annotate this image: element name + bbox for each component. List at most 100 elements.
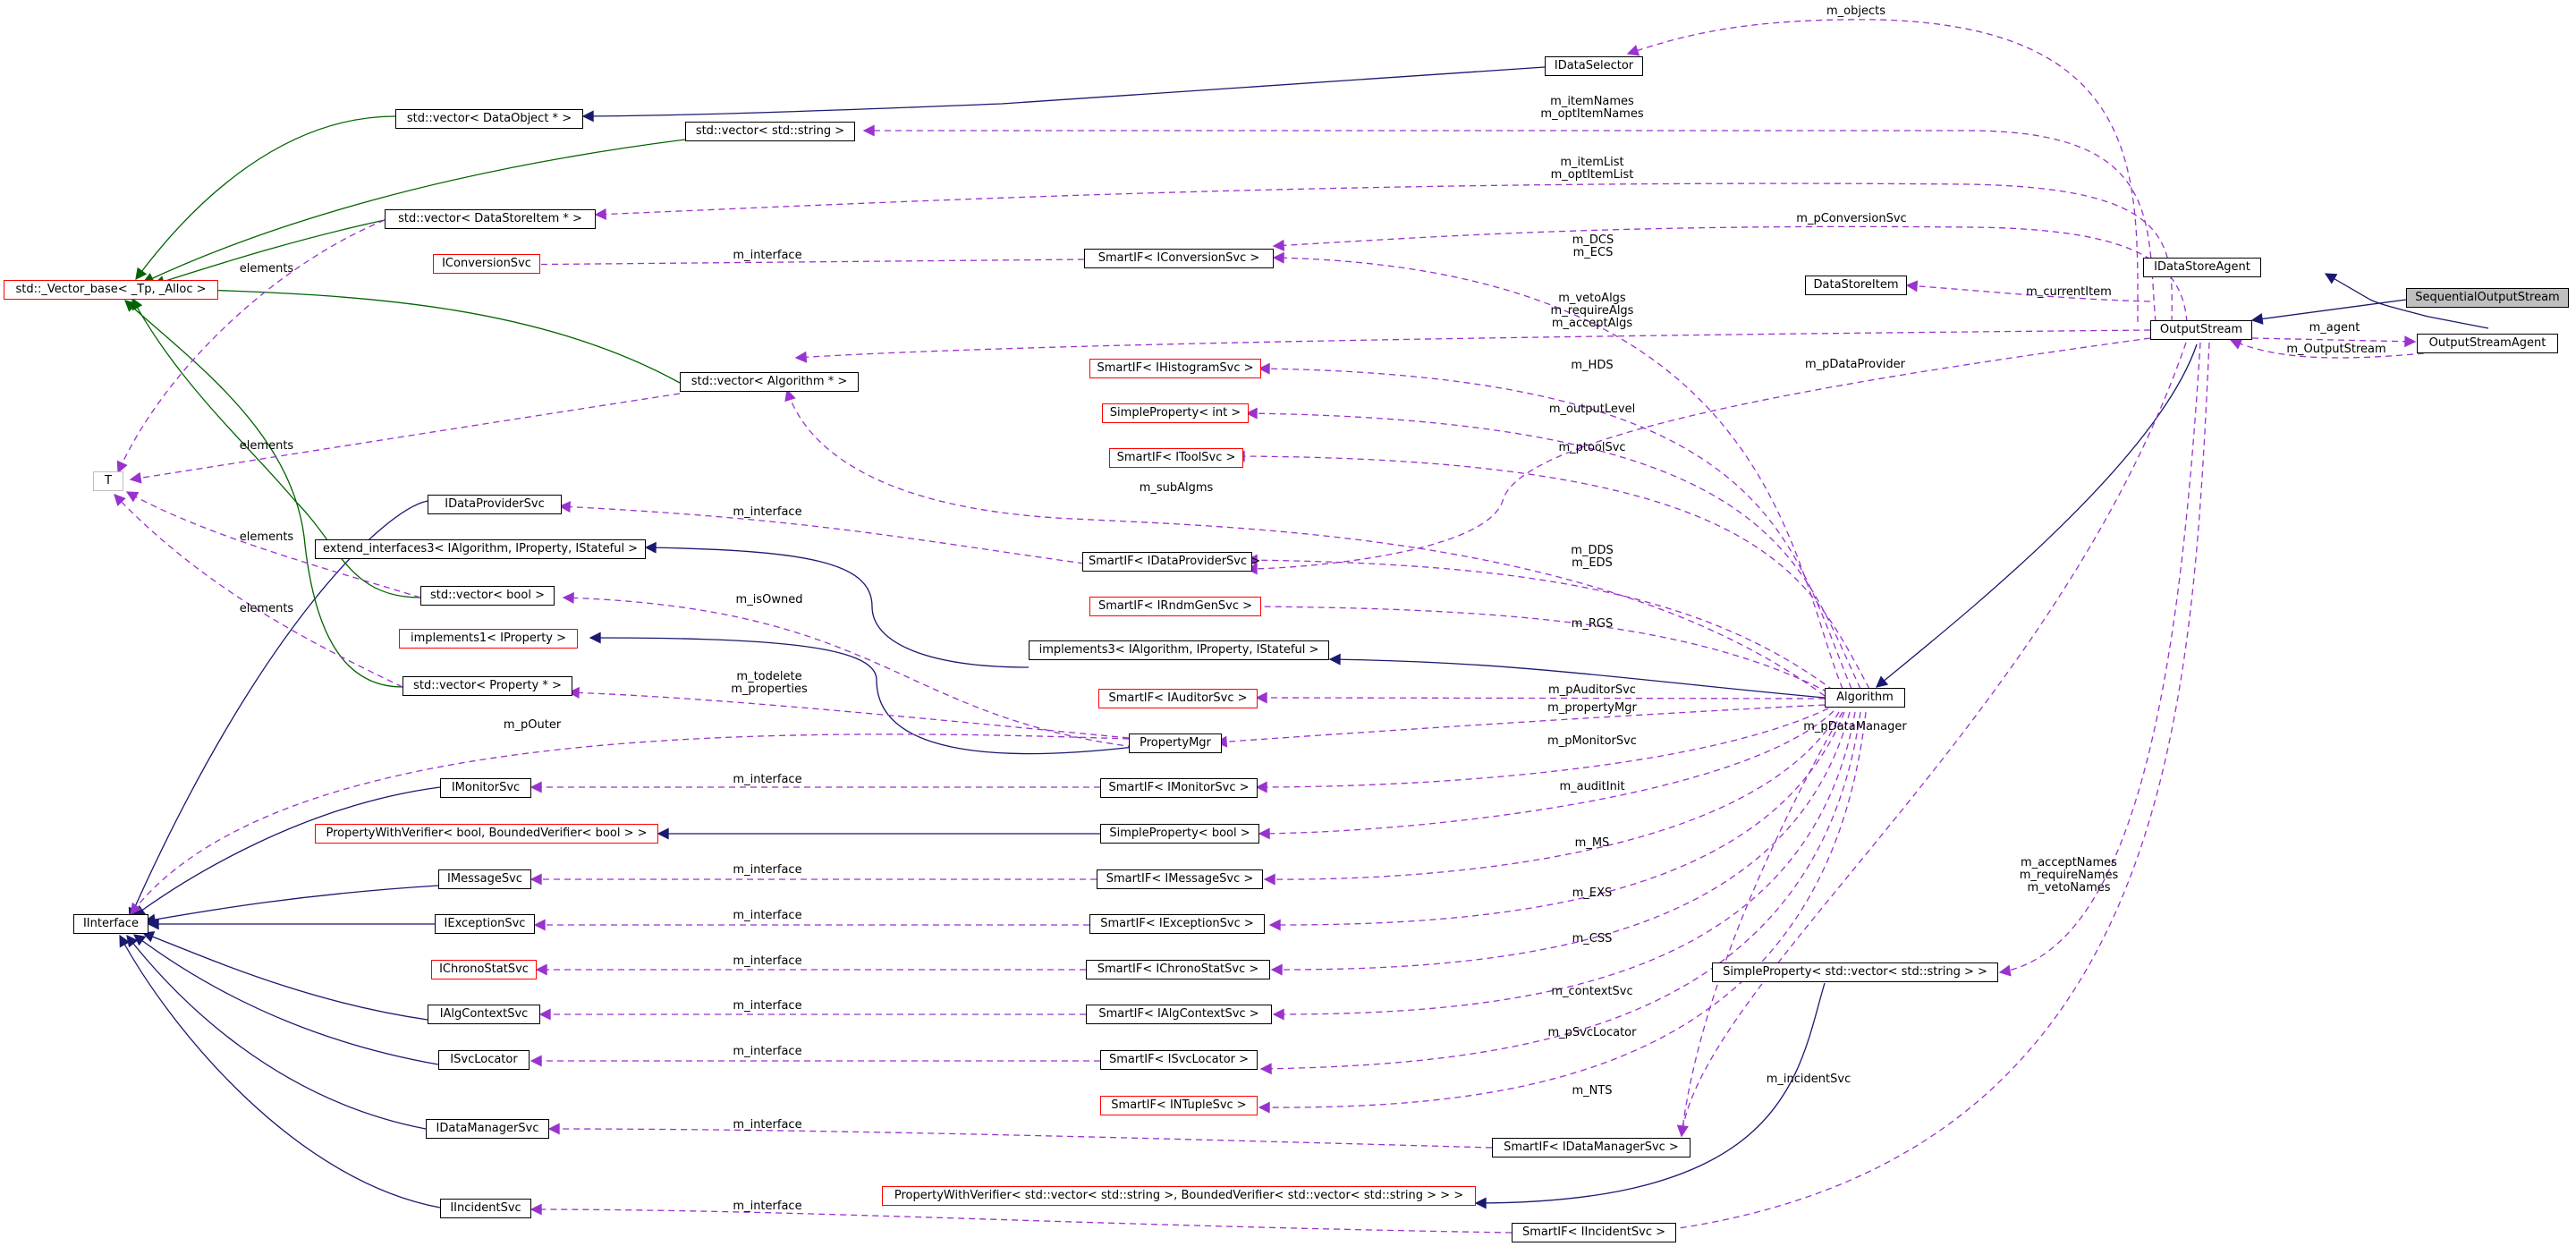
edge-m-agent	[2251, 335, 2417, 348]
edge-m-contextsvc	[1272, 711, 1856, 1021]
node-smartif-idatamanagersvc[interactable]: SmartIF< IDataManagerSvc >	[1492, 1138, 1690, 1157]
node-implements3[interactable]: implements3< IAlgorithm, IProperty, ISta…	[1029, 640, 1329, 660]
node-smartif-iauditorsvc[interactable]: SmartIF< IAuditorSvc >	[1098, 689, 1258, 708]
node-smartif-ichronostatsvc[interactable]: SmartIF< IChronoStatSvc >	[1086, 960, 1270, 979]
node-smartif-ialgcontextsvc[interactable]: SmartIF< IAlgContextSvc >	[1086, 1005, 1272, 1024]
edge-interface-dataprovider	[558, 501, 1085, 564]
node-ialgcontextsvc[interactable]: IAlgContextSvc	[428, 1005, 540, 1024]
node-outputstream[interactable]: OutputStream	[2150, 320, 2252, 340]
edge-ialgcontextsvc-interface	[141, 931, 428, 1021]
label-m-interface-monitor: m_interface	[733, 773, 802, 786]
edge-imessagesvc-interface	[143, 885, 439, 926]
node-simpleproperty-bool[interactable]: SimpleProperty< bool >	[1100, 824, 1259, 844]
node-isvclocator[interactable]: ISvcLocator	[438, 1050, 530, 1070]
edge-vector-property-base	[124, 300, 403, 688]
label-m-propertymgr: m_propertyMgr	[1547, 701, 1637, 715]
node-simpleproperty-vector-string[interactable]: SimpleProperty< std::vector< std::string…	[1712, 962, 1998, 982]
node-datastoreitem[interactable]: DataStoreItem	[1805, 276, 1907, 295]
edge-vector-string-base	[141, 139, 686, 284]
label-m-interface-dataprovider: m_interface	[733, 505, 802, 519]
edge-vector-bool-base	[131, 297, 421, 598]
node-smartif-iincidentsvc[interactable]: SmartIF< IIncidentSvc >	[1512, 1223, 1676, 1242]
node-idatamanagersvc[interactable]: IDataManagerSvc	[426, 1119, 549, 1139]
node-simpleproperty-int[interactable]: SimpleProperty< int >	[1102, 403, 1249, 423]
node-smartif-imonitorsvc[interactable]: SmartIF< IMonitorSvc >	[1100, 778, 1258, 798]
label-m-auditinit: m_auditInit	[1559, 780, 1625, 793]
node-outputstreamagent[interactable]: OutputStreamAgent	[2417, 334, 2558, 353]
node-propertymgr[interactable]: PropertyMgr	[1129, 733, 1222, 753]
label-m-nts: m_NTS	[1572, 1084, 1613, 1098]
node-ichronostatsvc[interactable]: IChronoStatSvc	[431, 960, 537, 979]
node-iincidentsvc[interactable]: IIncidentSvc	[440, 1199, 531, 1218]
edge-algorithm-outputstream	[1875, 343, 2198, 688]
edge-m-rgs	[1247, 600, 1829, 693]
node-vector-dataobject[interactable]: std::vector< DataObject * >	[395, 109, 583, 129]
node-vector-base[interactable]: std::_Vector_base< _Tp, _Alloc >	[4, 280, 218, 300]
node-implements1[interactable]: implements1< IProperty >	[399, 629, 578, 649]
edge-m-pouter	[130, 733, 1130, 916]
edge-idataselector-vector-dataobject	[581, 66, 1546, 123]
edge-m-currentitem	[1905, 280, 2151, 302]
node-propertywithverifier-vector-string[interactable]: PropertyWithVerifier< std::vector< std::…	[882, 1186, 1476, 1206]
node-smartif-iexceptionsvc[interactable]: SmartIF< IExceptionSvc >	[1089, 914, 1265, 934]
edge-m-psvclocator	[1259, 711, 1861, 1075]
edge-imonitorsvc-interface	[132, 786, 441, 917]
edge-vector-dataobject-base	[135, 115, 396, 281]
label-m-contextsvc: m_contextSvc	[1551, 985, 1633, 998]
edge-propertymgr-implements1	[589, 632, 1135, 755]
node-interface[interactable]: IInterface	[73, 914, 148, 934]
label-m-interface-exception: m_interface	[733, 909, 802, 922]
node-vector-bool[interactable]: std::vector< bool >	[420, 586, 555, 606]
node-propertywithverifier-bool[interactable]: PropertyWithVerifier< bool, BoundedVerif…	[315, 824, 658, 844]
edge-idatamanagersvc-interface	[126, 934, 427, 1130]
label-m-incidentsvc: m_incidentSvc	[1766, 1073, 1852, 1086]
node-smartif-iconversionsvc[interactable]: SmartIF< IConversionSvc >	[1084, 249, 1274, 268]
node-t[interactable]: T	[93, 471, 123, 491]
node-sequentialoutputstream[interactable]: SequentialOutputStream	[2406, 288, 2569, 308]
edge-m-itemlist	[594, 182, 2173, 323]
edge-isvclocator-interface	[132, 934, 439, 1065]
label-m-interface-message: m_interface	[733, 863, 802, 877]
label-m-interface-algcontext: m_interface	[733, 999, 802, 1013]
node-smartif-isvclocator[interactable]: SmartIF< ISvcLocator >	[1100, 1050, 1258, 1070]
label-m-pmonitorsvc: m_pMonitorSvc	[1547, 734, 1637, 748]
node-smartif-intuplesvc[interactable]: SmartIF< INTupleSvc >	[1100, 1096, 1258, 1115]
node-smartif-ihistogramsvc[interactable]: SmartIF< IHistogramSvc >	[1089, 359, 1261, 378]
edge-outputstream-idatastoreagent	[2324, 273, 2489, 329]
edge-m-objects	[1626, 19, 2139, 323]
node-smartif-itoolsvc[interactable]: SmartIF< IToolSvc >	[1109, 448, 1243, 468]
node-idataprovidersvc[interactable]: IDataProviderSvc	[428, 495, 562, 514]
node-smartif-idataprovidersvc[interactable]: SmartIF< IDataProviderSvc >	[1082, 552, 1260, 572]
node-vector-string[interactable]: std::vector< std::string >	[685, 122, 855, 141]
label-m-interface-svclocator: m_interface	[733, 1045, 802, 1058]
node-idataselector[interactable]: IDataSelector	[1545, 56, 1643, 76]
label-m-outputstream: m_OutputStream	[2286, 343, 2386, 356]
label-m-interface-chrono: m_interface	[733, 954, 802, 968]
edge-iincidentsvc-interface	[119, 934, 441, 1208]
node-iconversionsvc[interactable]: IConversionSvc	[433, 254, 540, 274]
edge-idataprovidersvc-interface	[128, 500, 428, 920]
label-m-interface-datamanager: m_interface	[733, 1118, 802, 1132]
label-elements-4: elements	[239, 602, 294, 615]
node-smartif-irndmgensvc[interactable]: SmartIF< IRndmGenSvc >	[1089, 597, 1261, 616]
node-idatastoreagent[interactable]: IDataStoreAgent	[2143, 258, 2261, 277]
node-imonitorsvc[interactable]: IMonitorSvc	[440, 778, 531, 798]
node-iexceptionsvc[interactable]: IExceptionSvc	[435, 914, 535, 934]
edge-m-pdatamanager-algo	[1676, 711, 1843, 1138]
node-algorithm[interactable]: Algorithm	[1825, 688, 1905, 708]
node-smartif-imessagesvc[interactable]: SmartIF< IMessageSvc >	[1097, 869, 1263, 889]
label-elements-1: elements	[239, 262, 294, 276]
edge-vector-datastoreitem-base	[152, 219, 386, 287]
label-m-subalgms: m_subAlgms	[1139, 481, 1214, 495]
node-imessagesvc[interactable]: IMessageSvc	[438, 869, 531, 889]
node-vector-datastoreitem[interactable]: std::vector< DataStoreItem * >	[385, 209, 596, 229]
node-vector-algorithm[interactable]: std::vector< Algorithm * >	[680, 372, 859, 392]
edge-elements-algorithm	[129, 393, 681, 484]
node-vector-property[interactable]: std::vector< Property * >	[402, 676, 572, 696]
node-extend-interfaces3[interactable]: extend_interfaces3< IAlgorithm, IPropert…	[315, 539, 646, 559]
edge-m-pconversionsvc	[1272, 225, 2188, 323]
